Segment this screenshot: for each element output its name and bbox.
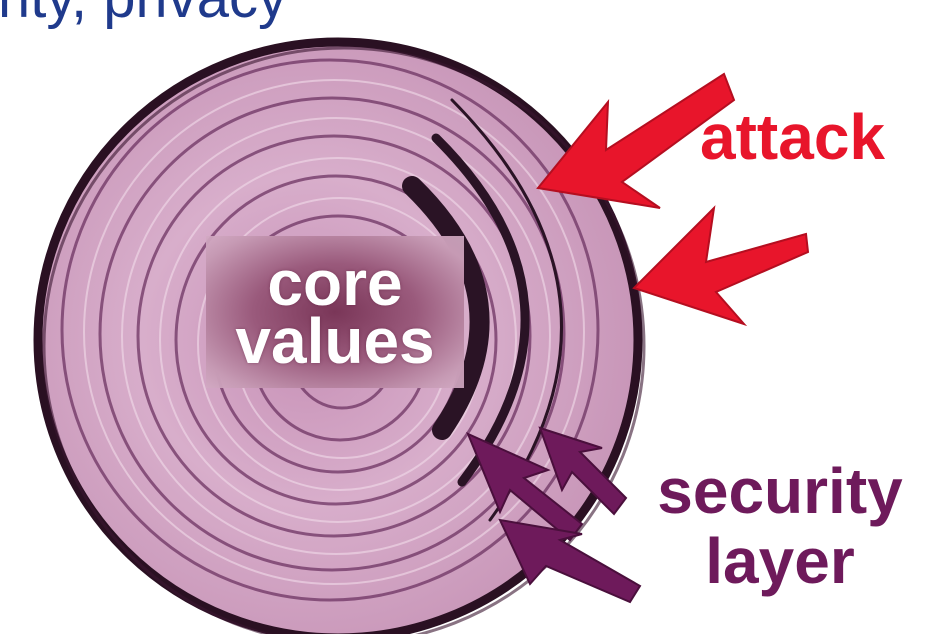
security-layer-label: security layer [620,456,940,596]
core-label-line2: values [235,312,434,370]
security-label-line1: security [620,456,940,526]
core-values-box: core values [206,236,464,388]
security-label-line2: layer [620,526,940,596]
attack-label: attack [700,100,885,174]
core-label-line1: core [267,254,402,312]
